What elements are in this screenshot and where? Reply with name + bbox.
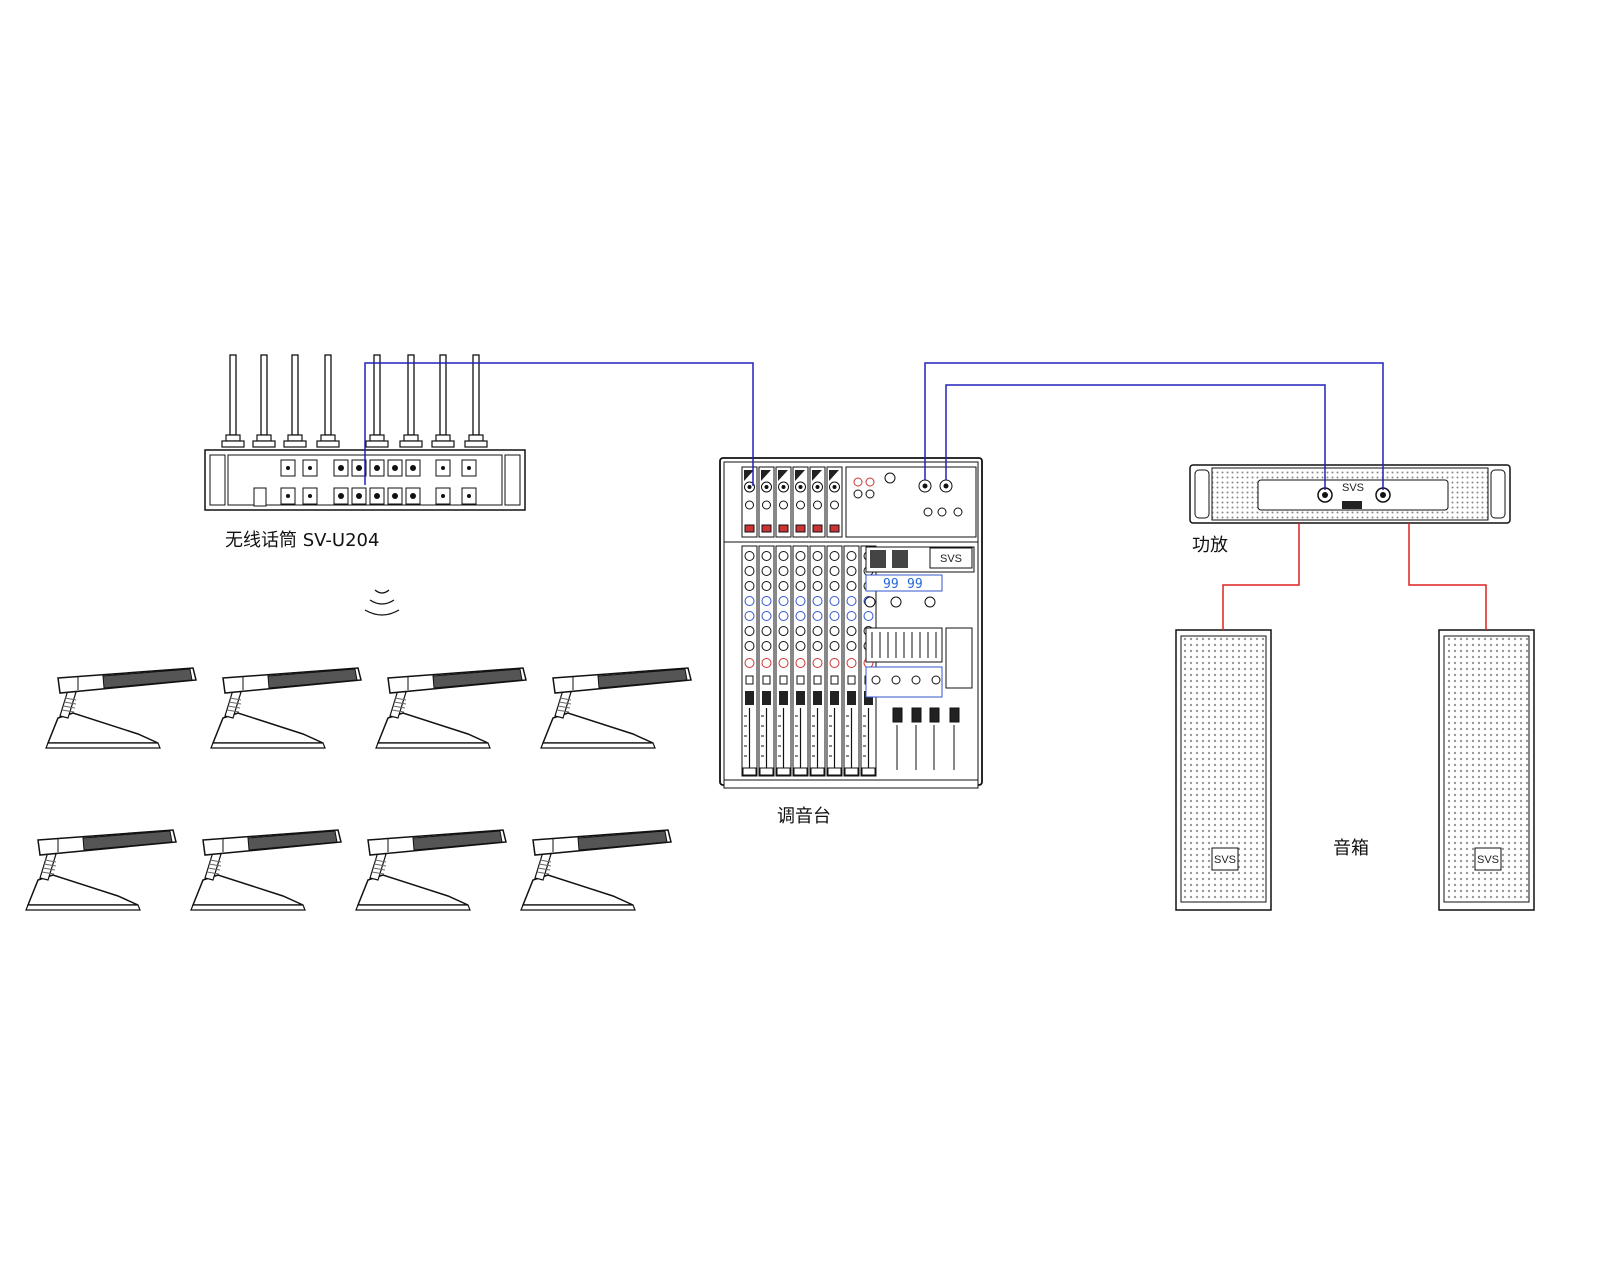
receiver-to-mixer-cable: [364, 362, 754, 486]
amplifier: SVS: [1189, 464, 1511, 524]
speaker-cables: [1222, 523, 1487, 630]
mixer-to-amp-cable-b: [945, 384, 1326, 490]
signal-cables: [364, 362, 1384, 490]
amplifier-logo: SVS: [1342, 482, 1364, 494]
speaker-left-logo: SVS: [1214, 854, 1236, 866]
wireless-signal-icon: [364, 589, 400, 616]
mixer-display-right: 99: [907, 577, 923, 592]
amp-to-left-speaker-cable: [1222, 523, 1300, 630]
mixer-to-amp-cable-a: [924, 362, 1384, 490]
speakers-label: 音箱: [1333, 838, 1369, 859]
mixer-label: 调音台: [777, 806, 831, 827]
mixer: SVS 99 99: [719, 457, 983, 789]
speaker-right-logo: SVS: [1477, 854, 1499, 866]
amplifier-label: 功放: [1192, 535, 1228, 556]
mixer-logo: SVS: [940, 553, 962, 565]
speaker-left: SVS: [1175, 629, 1272, 911]
mixer-display-left: 99: [883, 577, 899, 592]
microphone-set: [25, 667, 692, 911]
speaker-right: SVS: [1438, 629, 1535, 911]
amp-to-right-speaker-cable: [1408, 523, 1487, 630]
receiver-label: 无线话筒 SV-U204: [225, 530, 380, 551]
